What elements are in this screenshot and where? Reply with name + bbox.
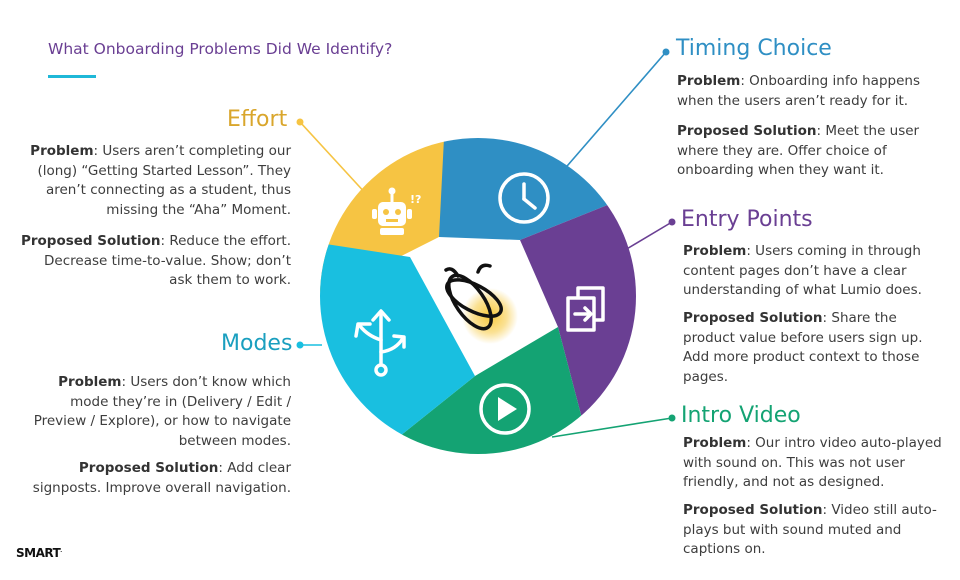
- timing-connector: [547, 51, 667, 189]
- smart-logo-text: SMART: [16, 546, 61, 560]
- entry-solution-text: : Share the product value before users s…: [683, 310, 923, 385]
- effort-connector-dot: [296, 118, 304, 126]
- modes-problem-text: : Users don’t know which mode they’re in…: [33, 374, 291, 449]
- effort-connector: [299, 121, 369, 197]
- intro-problem: Problem: Our intro video auto-played wit…: [683, 434, 945, 493]
- lumio-logo-icon: [444, 263, 503, 331]
- intro-connector-dot: [668, 414, 676, 422]
- timing-problem-label: Problem: [677, 73, 741, 89]
- entry-problem-label: Problem: [683, 243, 747, 259]
- smart-logo-mark: .: [60, 548, 62, 554]
- timing-heading: Timing Choice: [676, 36, 832, 61]
- intro-connector: [551, 417, 673, 438]
- effort-problem: Problem: Users aren’t completing our (lo…: [18, 142, 291, 220]
- effort-heading: Effort: [227, 107, 288, 132]
- enter-icon: [566, 286, 605, 332]
- play-icon: [479, 383, 531, 435]
- entry-heading: Entry Points: [681, 207, 813, 232]
- intro-solution-text: : Video still auto-plays but with sound …: [683, 502, 937, 557]
- robot-icon: !?: [372, 187, 421, 235]
- effort-solution: Proposed Solution: Reduce the effort. De…: [18, 232, 291, 291]
- timing-problem: Problem: Onboarding info happens when th…: [677, 72, 939, 111]
- entry-solution: Proposed Solution: Share the product val…: [683, 309, 945, 387]
- entry-connector-dot: [668, 218, 676, 226]
- segment-intro: [395, 296, 585, 454]
- intro-problem-label: Problem: [683, 435, 747, 451]
- entry-problem: Problem: Users coming in through content…: [683, 242, 945, 301]
- modes-heading: Modes: [221, 331, 293, 356]
- modes-solution: Proposed Solution: Add clear signposts. …: [18, 459, 291, 498]
- entry-problem-text: : Users coming in through content pages …: [683, 243, 922, 298]
- clock-icon: [498, 172, 550, 224]
- timing-solution: Proposed Solution: Meet the user where t…: [677, 122, 939, 181]
- modes-problem-label: Problem: [58, 374, 122, 390]
- modes-problem: Problem: Users don’t know which mode the…: [18, 373, 291, 451]
- intro-heading: Intro Video: [681, 403, 801, 428]
- effort-solution-text: : Reduce the effort. Decrease time-to-va…: [44, 233, 291, 288]
- smart-logo: SMART.: [16, 546, 62, 560]
- modes-solution-text: : Add clear signposts. Improve overall n…: [32, 460, 291, 496]
- timing-solution-text: : Meet the user where they are. Offer ch…: [677, 123, 920, 178]
- intro-solution: Proposed Solution: Video still auto-play…: [683, 501, 945, 560]
- effort-solution-label: Proposed Solution: [20, 233, 161, 249]
- entry-connector: [624, 221, 673, 251]
- effort-problem-text: : Users aren’t completing our (long) “Ge…: [37, 143, 291, 218]
- modes-connector-dot: [296, 341, 304, 349]
- modes-solution-label: Proposed Solution: [78, 460, 219, 476]
- timing-connector-dot: [662, 48, 670, 56]
- effort-problem-label: Problem: [30, 143, 94, 159]
- title-underline: [48, 75, 96, 78]
- intro-solution-label: Proposed Solution: [683, 502, 823, 518]
- svg-text:!?: !?: [410, 193, 421, 206]
- timing-solution-label: Proposed Solution: [677, 123, 817, 139]
- page-title: What Onboarding Problems Did We Identify…: [48, 40, 393, 58]
- split-arrows-icon: [354, 309, 406, 377]
- entry-solution-label: Proposed Solution: [683, 310, 823, 326]
- timing-problem-text: : Onboarding info happens when the users…: [677, 73, 920, 109]
- intro-problem-text: : Our intro video auto-played with sound…: [683, 435, 942, 490]
